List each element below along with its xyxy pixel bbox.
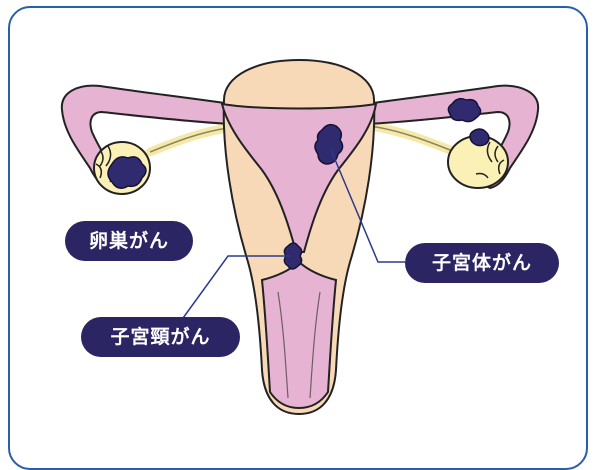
uterine-body-cancer-label: 子宮体がん bbox=[405, 243, 559, 283]
left-ovarian-ligament bbox=[150, 128, 228, 152]
right-ovary-tumor bbox=[470, 129, 489, 146]
cervical-cancer-label: 子宮頸がん bbox=[81, 317, 240, 357]
right-ovarian-ligament bbox=[370, 126, 450, 150]
ovarian-cancer-label: 卵巣がん bbox=[65, 221, 193, 261]
right-tube-tumor bbox=[448, 99, 480, 122]
cervical-canal bbox=[262, 262, 336, 408]
